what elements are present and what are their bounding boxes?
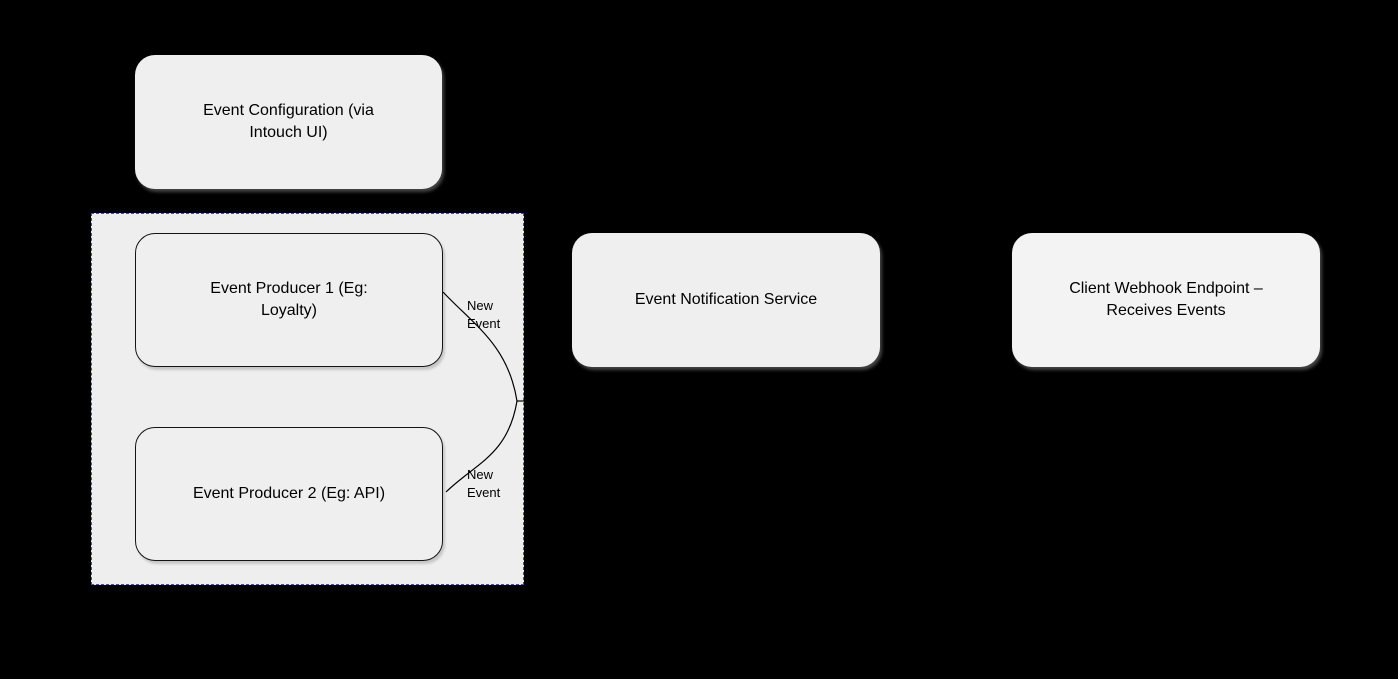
node-client-webhook-endpoint[interactable]: Client Webhook Endpoint – Receives Event… — [1012, 233, 1320, 367]
node-event-producer-1-label: Event Producer 1 (Eg: Loyalty) — [210, 280, 368, 319]
node-event-notification-service-label: Event Notification Service — [634, 291, 818, 308]
node-event-producer-2-label: Event Producer 2 (Eg: API) — [192, 485, 386, 502]
node-event-configuration-label: Event Configuration (via Intouch UI) — [203, 102, 374, 141]
node-event-configuration[interactable]: Event Configuration (via Intouch UI) — [135, 55, 442, 189]
node-event-notification-service[interactable]: Event Notification Service — [572, 233, 880, 367]
new-event-label-top: New Event — [467, 298, 501, 331]
new-event-label-bottom: New Event — [467, 467, 501, 500]
node-event-producer-2[interactable]: Event Producer 2 (Eg: API) — [135, 427, 443, 561]
node-event-producer-1[interactable]: Event Producer 1 (Eg: Loyalty) — [135, 233, 443, 367]
brace-connector — [442, 291, 526, 493]
node-client-webhook-endpoint-label: Client Webhook Endpoint – Receives Event… — [1069, 280, 1263, 319]
